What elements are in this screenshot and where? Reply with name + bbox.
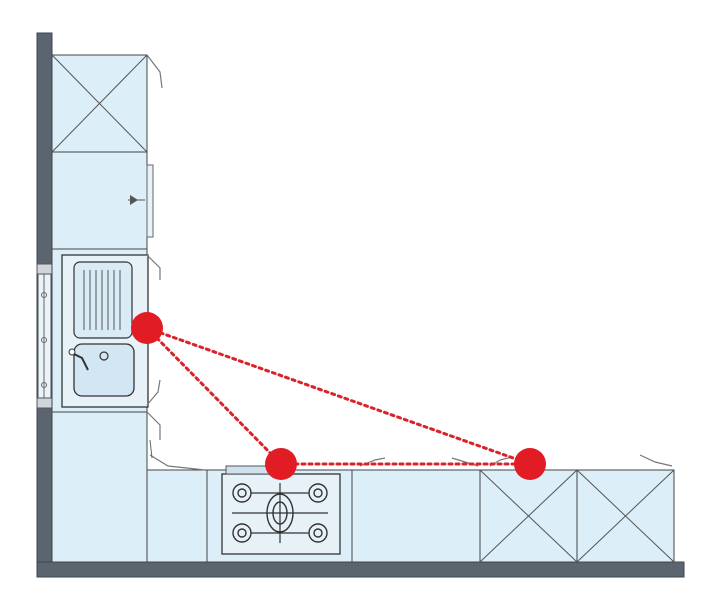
window-frame-bottom xyxy=(36,397,54,409)
bottom-wall xyxy=(36,561,685,578)
hob-marker xyxy=(265,448,297,480)
triangle-edge-sink-fridge xyxy=(145,326,532,466)
door-swing-icon xyxy=(146,54,163,89)
door-swing-icon xyxy=(146,411,161,440)
x-cabinet-1 xyxy=(479,456,578,563)
corner-base-cabinet xyxy=(51,411,208,563)
door-swing-icon xyxy=(146,379,161,406)
door-swing-icon xyxy=(639,454,673,467)
sink-icon xyxy=(73,343,135,397)
sink-drain xyxy=(99,351,109,361)
hob-icon xyxy=(221,473,341,555)
work-triangle xyxy=(145,326,532,466)
tall-cabinet xyxy=(51,54,163,153)
fridge-marker xyxy=(514,448,546,480)
door-swing-icon xyxy=(146,254,161,280)
window-hinge xyxy=(41,382,47,388)
door-swing-icon xyxy=(149,454,206,471)
x-cabinet-2 xyxy=(576,454,675,563)
appliance-cabinet xyxy=(51,151,154,250)
sink-marker xyxy=(131,312,163,344)
base-cabinet xyxy=(351,457,481,563)
sink-drainer xyxy=(73,261,133,339)
hob-cabinet xyxy=(206,465,353,563)
window-hinge xyxy=(41,337,47,343)
window-frame-top xyxy=(36,263,54,275)
window-hinge xyxy=(41,292,47,298)
triangle-edge-sink-hob xyxy=(145,326,283,466)
